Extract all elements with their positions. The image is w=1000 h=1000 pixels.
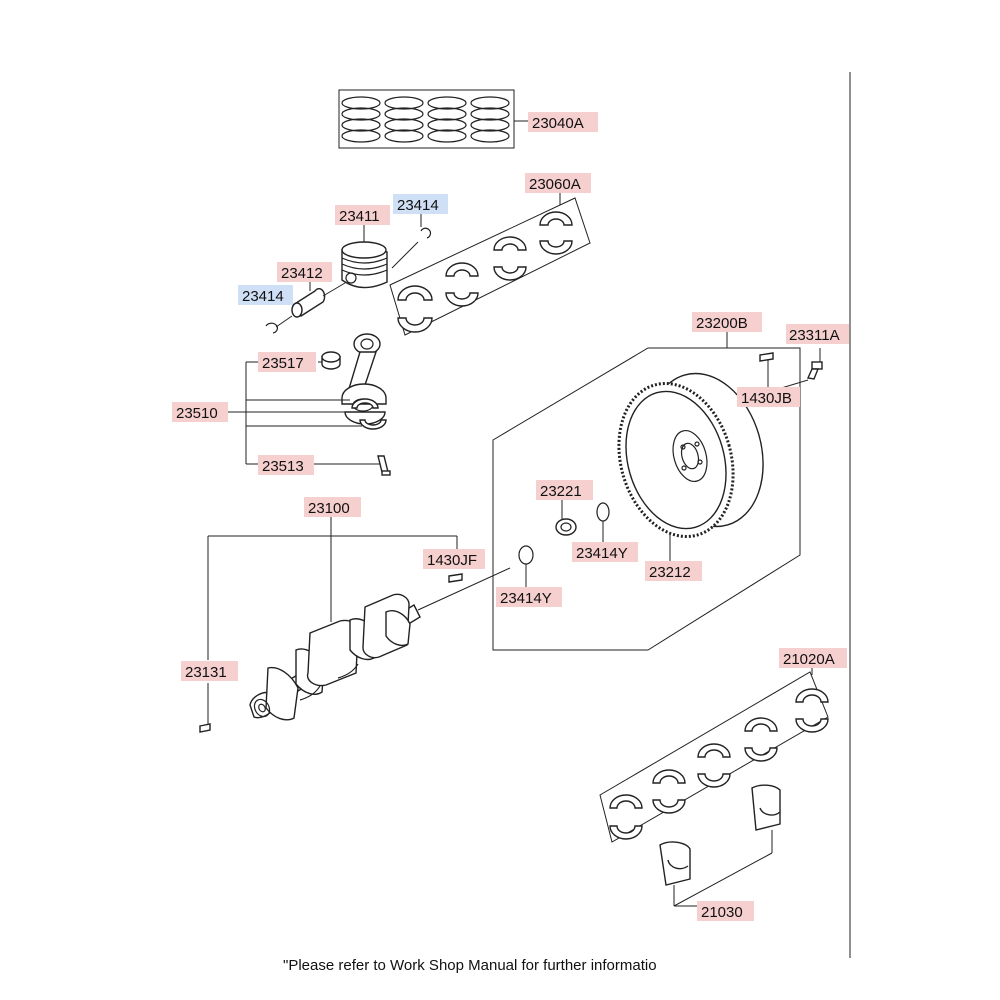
footer-note: "Please refer to Work Shop Manual for fu… xyxy=(283,957,657,974)
label-text: 21020A xyxy=(783,651,835,668)
label-text: 1430JB xyxy=(741,390,792,407)
label-text: 23060A xyxy=(529,176,581,193)
label-23414Y-upper: 23414Y xyxy=(572,542,638,562)
crankshaft-group xyxy=(199,516,534,733)
label-text: 23311A xyxy=(789,327,840,344)
label-text: 23414 xyxy=(397,197,439,214)
label-text: 23510 xyxy=(176,405,218,422)
label-text: 23200B xyxy=(696,315,748,332)
main-bearings-group xyxy=(599,668,829,843)
label-text: 23221 xyxy=(540,483,582,500)
label-23414Y-lower: 23414Y xyxy=(496,587,562,607)
flywheel-group xyxy=(492,332,823,651)
label-23200B: 23200B xyxy=(692,312,762,332)
connecting-rod-group xyxy=(228,333,391,476)
label-text: 1430JF xyxy=(427,552,477,569)
label-23414-bottom: 23414 xyxy=(238,285,293,305)
label-23517: 23517 xyxy=(258,352,316,372)
piston-rings-group xyxy=(338,89,528,149)
thrust-washers-group xyxy=(659,784,781,907)
label-23131: 23131 xyxy=(181,661,238,681)
label-23100: 23100 xyxy=(304,497,361,517)
con-rod-bearings-group xyxy=(389,190,591,336)
label-23311A: 23311A xyxy=(786,324,849,344)
label-21020A: 21020A xyxy=(779,648,847,668)
label-23040A: 23040A xyxy=(528,112,598,132)
label-text: 23040A xyxy=(532,115,584,132)
label-1430JF: 1430JF xyxy=(423,549,485,569)
label-text: 23412 xyxy=(281,265,323,282)
label-23221: 23221 xyxy=(536,480,593,500)
label-text: 23414Y xyxy=(576,545,628,562)
label-text: 23212 xyxy=(649,564,691,581)
label-text: 23100 xyxy=(308,500,350,517)
label-23411: 23411 xyxy=(335,205,390,225)
label-text: 23513 xyxy=(262,458,304,475)
label-23510: 23510 xyxy=(172,402,228,422)
label-23414-top: 23414 xyxy=(393,194,448,214)
label-text: 23414Y xyxy=(500,590,552,607)
label-23513: 23513 xyxy=(258,455,314,475)
label-1430JB: 1430JB xyxy=(737,387,800,407)
label-text: 23411 xyxy=(339,208,380,225)
label-text: 23517 xyxy=(262,355,304,372)
label-text: 23131 xyxy=(185,664,227,681)
label-text: 23414 xyxy=(242,288,284,305)
label-23412: 23412 xyxy=(277,262,332,282)
label-21030: 21030 xyxy=(697,901,754,921)
piston-group xyxy=(265,213,431,334)
label-text: 21030 xyxy=(701,904,743,921)
label-23060A: 23060A xyxy=(525,173,591,193)
label-23212: 23212 xyxy=(645,561,702,581)
